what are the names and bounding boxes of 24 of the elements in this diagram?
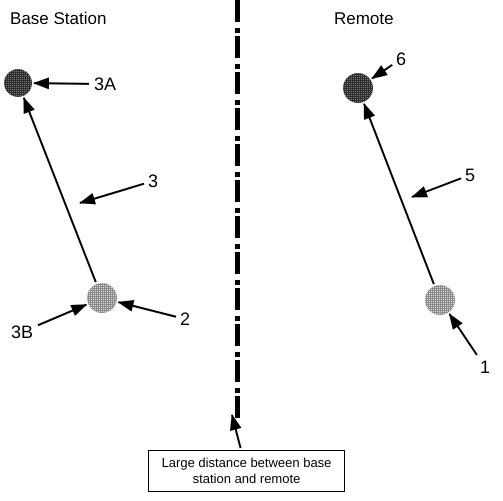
link-arrow: [22, 96, 97, 283]
light-dotted-circle: [425, 285, 455, 315]
leader-arrow: [33, 77, 90, 90]
dark-dotted-circle: [343, 73, 373, 103]
leader-arrow: [371, 64, 393, 80]
leader-arrow: [79, 182, 144, 204]
leader-arrow: [230, 414, 242, 448]
callout-number: 3A: [91, 73, 119, 95]
section-heading: Base Station: [10, 8, 106, 30]
callout-number: 5: [463, 164, 477, 186]
leader-arrow: [448, 313, 478, 356]
dark-dotted-circle: [4, 69, 32, 97]
link-arrow: [363, 102, 435, 284]
callout-number: 3B: [8, 321, 36, 343]
callout-number: 6: [394, 48, 408, 70]
callout-number: 1: [478, 356, 492, 378]
leader-arrow: [37, 304, 88, 326]
leader-arrow: [411, 177, 462, 198]
callout-number: 3: [146, 170, 160, 192]
leader-arrow: [118, 300, 176, 318]
note-box: Large distance between base station and remote: [148, 450, 345, 492]
section-heading: Remote: [334, 8, 394, 30]
light-dotted-circle: [87, 283, 117, 313]
callout-number: 2: [178, 308, 192, 330]
